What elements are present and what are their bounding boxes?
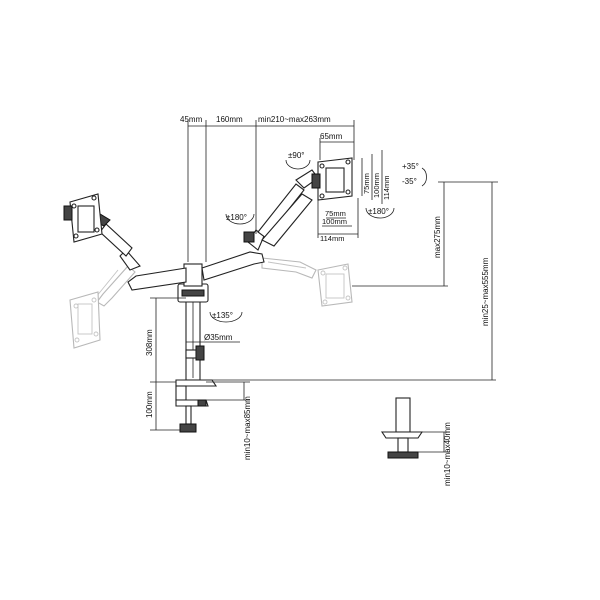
label-rotation-180-right: ±180° — [368, 207, 389, 216]
label-vesa-75-vertical: 75mm — [362, 173, 371, 194]
cable-clip — [185, 345, 205, 361]
hub-block — [177, 263, 209, 303]
label-tilt-up: +35° — [402, 162, 419, 171]
desk-clamp — [175, 379, 218, 433]
label-100mm-clamp: 100mm — [145, 391, 154, 418]
label-65mm: 65mm — [320, 132, 343, 141]
label-rotation-90: ±90° — [288, 151, 305, 160]
vesa-dimension-lines — [317, 150, 383, 238]
label-vesa-100-vertical: 100mm — [372, 173, 381, 198]
ghost-right-arm — [261, 257, 317, 279]
ghost-left-arm — [95, 265, 136, 307]
label-max275mm: max275mm — [433, 216, 442, 258]
label-308mm: 308mm — [145, 329, 154, 356]
label-grommet-range: min10~max40mm — [443, 422, 452, 486]
label-tilt-down: -35° — [402, 177, 417, 186]
label-rotation-135: ±135° — [212, 311, 233, 320]
left-monitor-plate — [63, 193, 103, 243]
ghost-right-monitor-plate — [317, 263, 353, 307]
label-vesa-100-horizontal: 100mm — [322, 217, 347, 226]
left-arm — [95, 213, 187, 291]
top-dimension-lines — [187, 120, 355, 262]
rotation-180-left-arc-icon — [225, 213, 255, 225]
grommet-base — [380, 397, 424, 459]
grommet-dimension-lines — [418, 431, 450, 453]
label-vesa-114-vertical: 114mm — [382, 176, 391, 200]
label-pole-diameter: Ø35mm — [204, 333, 233, 342]
rotation-135-arc-icon — [209, 311, 243, 323]
height-dimension-lines — [212, 181, 498, 381]
ghost-left-monitor-plate — [69, 291, 101, 349]
rotation-90-arc-icon — [285, 159, 311, 170]
pole — [185, 297, 201, 381]
pole-dimension-lines — [150, 297, 250, 431]
label-vesa-75-horizontal: 75mm — [325, 209, 346, 218]
rotation-180-right-arc-icon — [365, 207, 395, 219]
label-45mm: 45mm — [180, 115, 203, 124]
tilt-arc-icon — [421, 167, 427, 187]
label-160mm: 160mm — [216, 115, 243, 124]
label-min25-max555mm: min25~max555mm — [481, 257, 490, 326]
label-vesa-114-horizontal: 114mm — [320, 234, 344, 243]
label-210-263mm: min210~max263mm — [258, 115, 331, 124]
label-rotation-180-left: ±180° — [226, 213, 247, 222]
right-monitor-plate — [311, 157, 353, 201]
label-clamp-range: min10~max85mm — [243, 396, 252, 460]
right-arm — [201, 169, 319, 281]
